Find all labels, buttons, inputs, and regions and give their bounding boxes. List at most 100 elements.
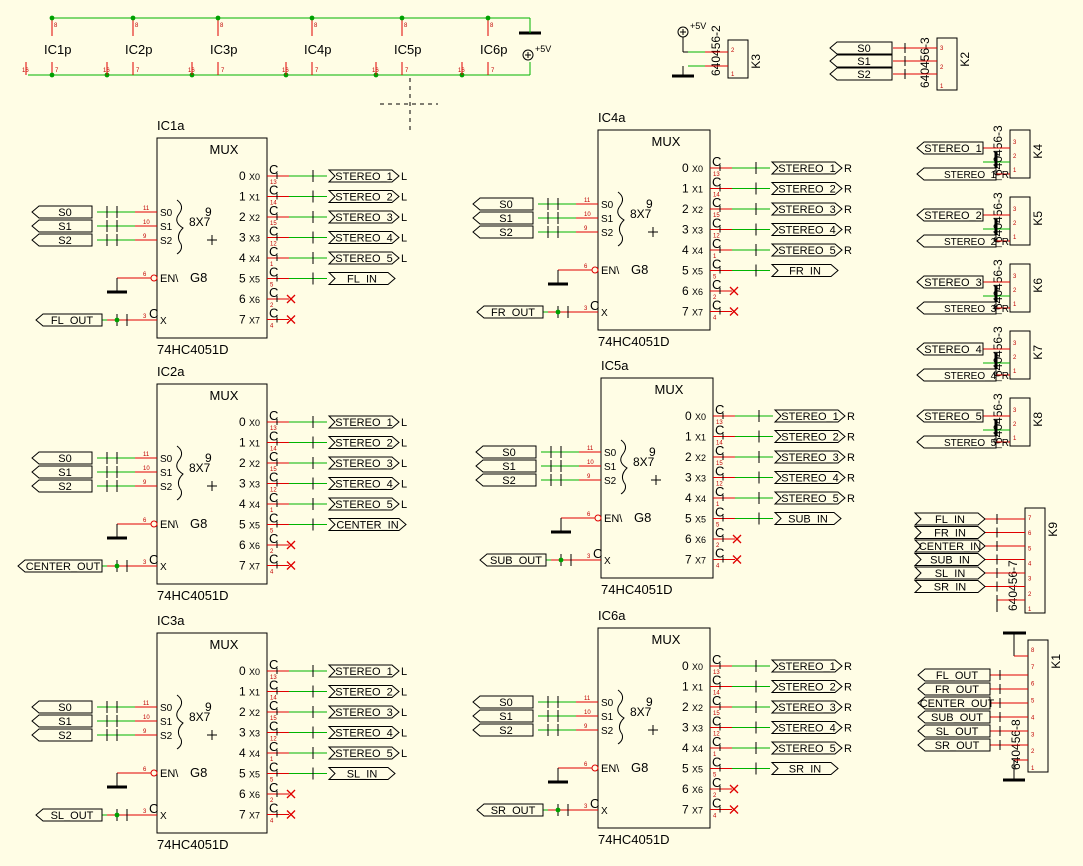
pin-number: 5 bbox=[716, 523, 720, 529]
channel-number: 4 bbox=[685, 491, 692, 505]
en-bubble bbox=[150, 274, 158, 282]
ic-title: MUX bbox=[652, 632, 681, 647]
cap-c: C bbox=[149, 801, 158, 816]
net-label-text: STEREO_4 bbox=[778, 225, 835, 237]
channel-number: 3 bbox=[239, 726, 246, 740]
net-label: SR_OUT bbox=[917, 738, 991, 752]
pin-number: 12 bbox=[270, 488, 277, 494]
net-label-shape bbox=[327, 497, 400, 511]
cap-c: C bbox=[269, 678, 278, 693]
net-label: S0 bbox=[829, 41, 893, 55]
net-label-text: STEREO_1_R bbox=[944, 170, 1009, 181]
channel-number: 3 bbox=[239, 477, 246, 491]
ic-name: IC4a bbox=[598, 110, 626, 125]
net-label: STEREO_5 bbox=[916, 409, 984, 423]
pin-number: 7 bbox=[491, 68, 495, 74]
net-label-shape bbox=[770, 161, 843, 175]
en-label: EN\ bbox=[601, 265, 620, 277]
pin-number: 1 bbox=[1013, 235, 1017, 241]
net-label: STEREO_5 bbox=[770, 741, 843, 755]
pin-number: 10 bbox=[587, 460, 594, 466]
cap-c: C bbox=[269, 490, 278, 505]
channel-pin-label: X3 bbox=[695, 474, 706, 484]
select-pin-label: S2 bbox=[160, 731, 173, 742]
pin-number: 7 bbox=[136, 68, 140, 74]
net-label-text: STEREO_3 bbox=[778, 204, 835, 216]
x-pin-label: X bbox=[160, 562, 167, 573]
net-label: STEREO_1 bbox=[327, 415, 400, 429]
pin-number: 10 bbox=[143, 715, 150, 721]
channel-number: 2 bbox=[239, 210, 246, 224]
junction-dot bbox=[555, 807, 561, 813]
net-label: STEREO_3 bbox=[327, 705, 400, 719]
bracket bbox=[176, 199, 184, 255]
channel-number: 6 bbox=[239, 787, 246, 801]
pin-number: 7 bbox=[1031, 665, 1035, 671]
net-label-shape bbox=[913, 539, 986, 553]
net-label-shape bbox=[916, 234, 997, 248]
cap-c: C bbox=[269, 531, 278, 546]
ic-title: MUX bbox=[210, 142, 239, 157]
net-label: S0 bbox=[31, 205, 93, 219]
no-connect-x bbox=[286, 315, 296, 324]
channel-suffix: L bbox=[401, 707, 407, 719]
net-label-shape bbox=[31, 714, 93, 728]
cap-c: C bbox=[149, 552, 158, 567]
pin-number: 1 bbox=[270, 262, 274, 268]
net-label-text: STEREO_2 bbox=[335, 687, 392, 699]
pin-number: 4 bbox=[270, 570, 274, 576]
no-connect-x bbox=[729, 307, 739, 316]
channel-pin-label: X5 bbox=[695, 515, 706, 525]
net-label: S2 bbox=[475, 473, 537, 487]
pin-number: 1 bbox=[270, 757, 274, 763]
net-label: STEREO_4 bbox=[916, 342, 984, 356]
channel-number: 3 bbox=[685, 471, 692, 485]
connector-name: K2 bbox=[958, 52, 972, 67]
net-label-shape bbox=[916, 435, 997, 449]
ic-title: MUX bbox=[655, 382, 684, 397]
net-label: SL_IN bbox=[327, 767, 396, 781]
vcc-symbol: +5V bbox=[677, 21, 706, 38]
channel-suffix: R bbox=[844, 682, 852, 694]
cap-c: C bbox=[712, 257, 721, 272]
net-label: S2 bbox=[31, 233, 93, 247]
pin-number: 9 bbox=[143, 729, 147, 735]
pin-number: 10 bbox=[143, 466, 150, 472]
channel-number: 1 bbox=[239, 685, 246, 699]
net-label-shape bbox=[916, 301, 997, 315]
bracket bbox=[176, 694, 184, 750]
cap-c: C bbox=[712, 714, 721, 729]
net-label-text: FL_OUT bbox=[936, 670, 978, 682]
net-label-shape bbox=[476, 305, 544, 319]
cap-c: C bbox=[269, 801, 278, 816]
ic-name: IC6a bbox=[598, 608, 626, 623]
pin-number: 6 bbox=[143, 272, 147, 278]
net-label: S0 bbox=[31, 451, 93, 465]
net-label-shape bbox=[327, 190, 400, 203]
pin-number: 15 bbox=[270, 467, 277, 473]
pin-number: 3 bbox=[1028, 577, 1032, 583]
net-label-shape bbox=[916, 342, 984, 356]
net-label: FL_OUT bbox=[35, 313, 103, 327]
net-label-text: STEREO_5 bbox=[778, 743, 835, 755]
pin-number: 2 bbox=[1013, 355, 1017, 361]
pin-number: 3 bbox=[143, 560, 147, 566]
net-label-shape bbox=[472, 723, 534, 737]
pin-number: 10 bbox=[584, 212, 591, 218]
channel-pin-label: X6 bbox=[692, 287, 703, 297]
net-label-text: STEREO_5 bbox=[335, 748, 392, 760]
x-stroke bbox=[286, 540, 296, 550]
net-label-text: FR_OUT bbox=[935, 684, 979, 696]
net-label: STEREO_2 bbox=[770, 182, 843, 196]
net-label-shape bbox=[31, 451, 93, 465]
cap-c: C bbox=[712, 154, 721, 169]
net-label-text: STEREO_3 bbox=[335, 458, 392, 470]
pin-number: 14 bbox=[713, 193, 720, 199]
channel-pin-label: X4 bbox=[249, 500, 260, 510]
